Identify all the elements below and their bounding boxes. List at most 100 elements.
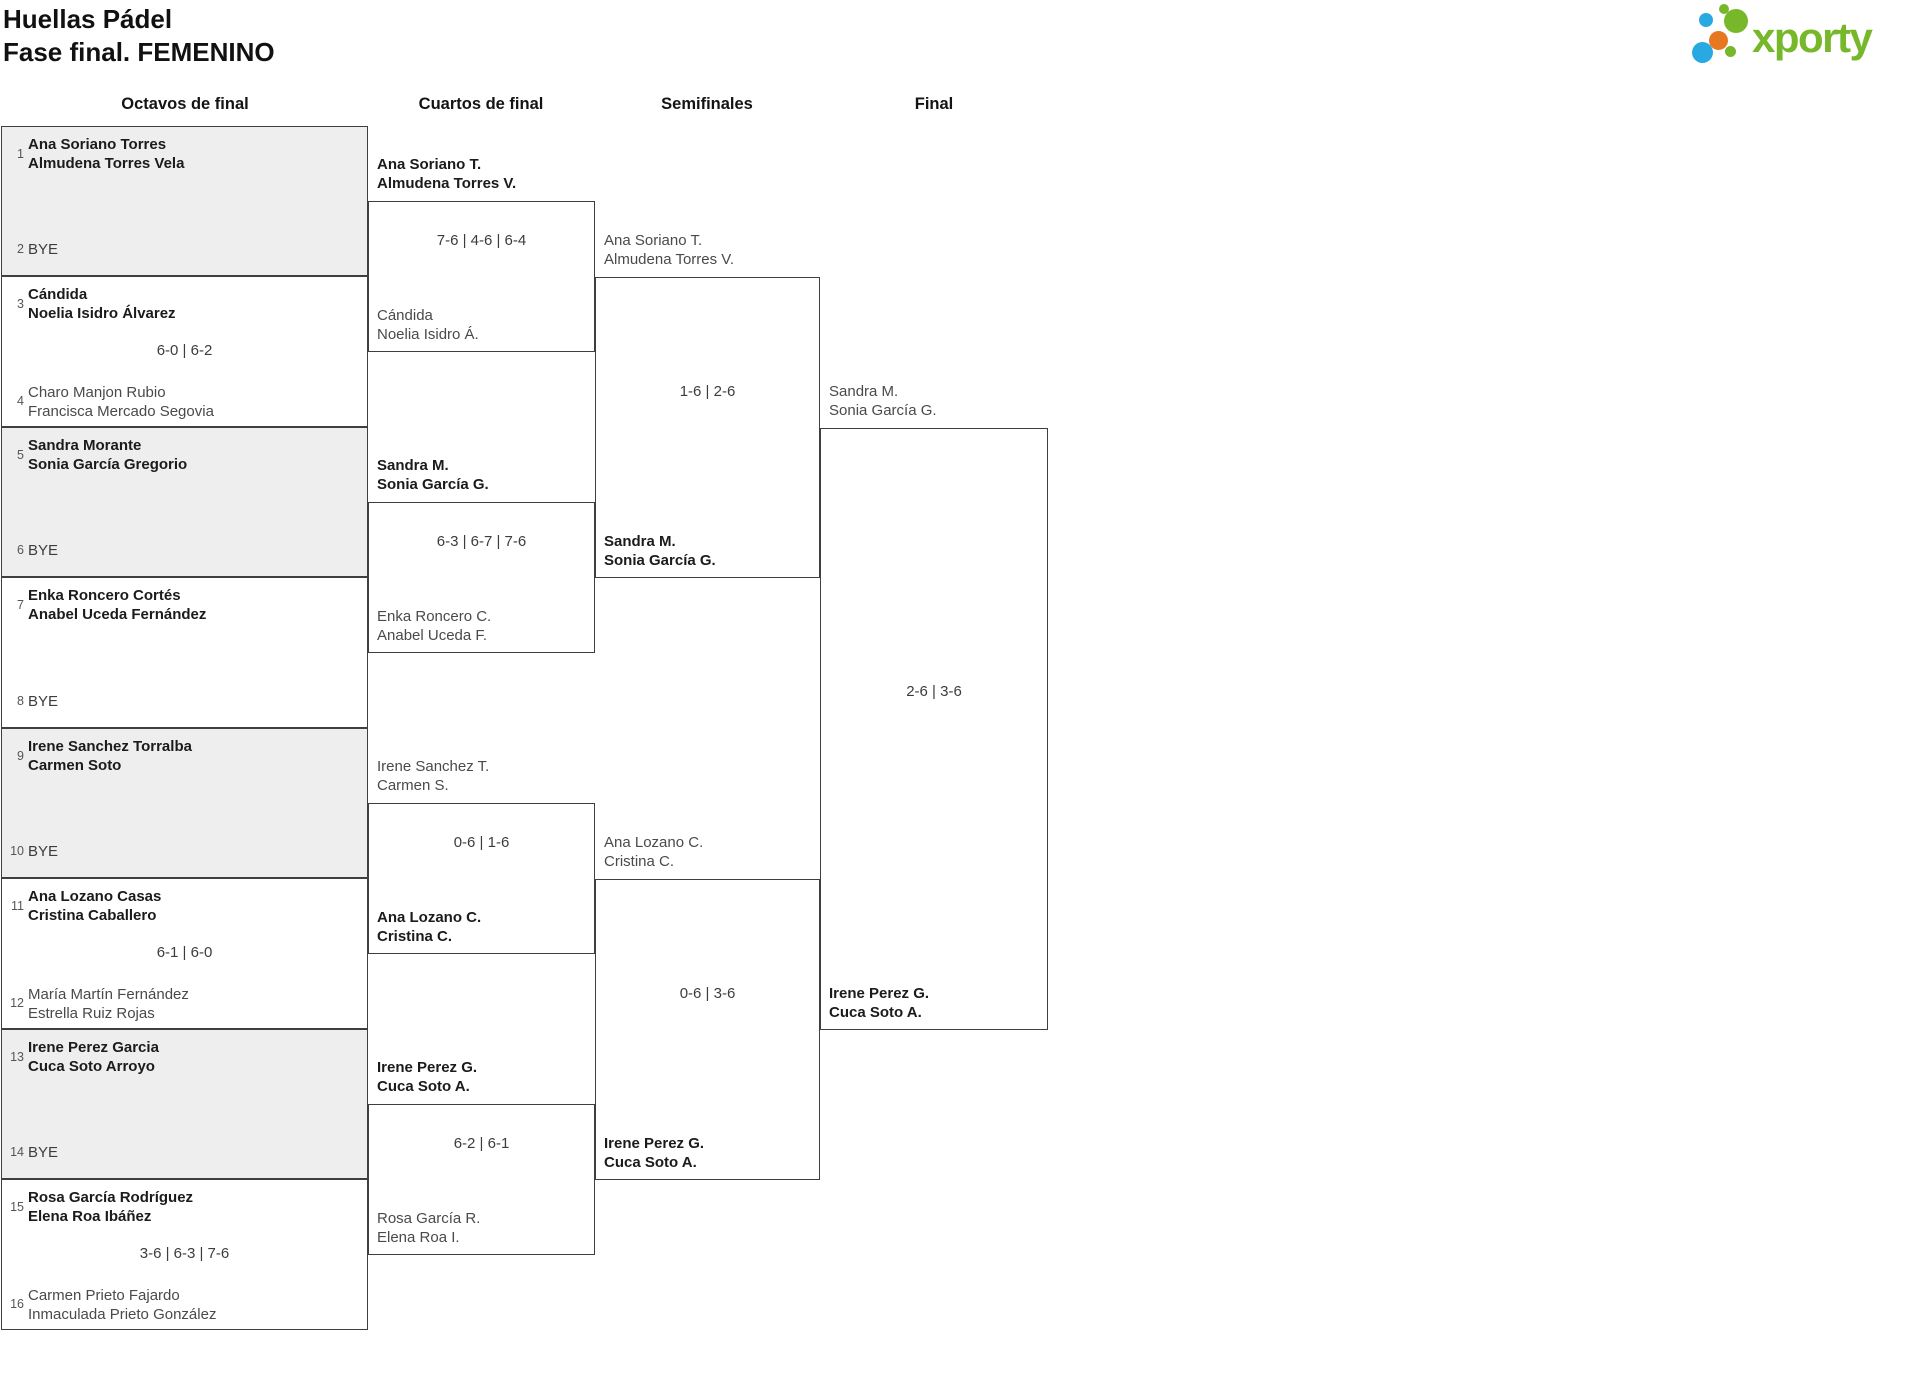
player-name: Cuca Soto Arroyo: [28, 1058, 155, 1075]
bye-label: BYE: [28, 693, 59, 710]
final-score: 2-6 | 3-6: [906, 683, 962, 700]
seed-number: 5: [17, 448, 24, 462]
round-header-final: Final: [914, 95, 954, 113]
player-name: Irene Sanchez Torralba: [28, 738, 192, 755]
r16-match-box-6: 11 Ana Lozano Casas Cristina Caballero 6…: [1, 878, 368, 1029]
player-name: Ana Lozano C.: [604, 834, 704, 851]
seed-number: 16: [10, 1297, 24, 1311]
player-name: Sonia García G.: [377, 476, 489, 493]
sf2-score: 0-6 | 3-6: [679, 985, 736, 1002]
player-name: Cuca Soto A.: [829, 1004, 922, 1021]
player-name: Rosa García R.: [377, 1210, 481, 1227]
bye-entry: BYE: [28, 842, 58, 861]
match-score: 3-6 | 6-3 | 7-6: [139, 1245, 230, 1262]
player-name: Cándida: [28, 286, 88, 303]
qf3-team-top: Irene Sanchez T. Carmen S.: [377, 757, 593, 795]
qf4-score: 6-2 | 6-1: [453, 1135, 510, 1152]
team-names: Ana Soriano Torres Almudena Torres Vela: [28, 135, 184, 173]
logo-dot-green-big-icon: [1724, 9, 1748, 33]
player-name: Irene Sanchez T.: [377, 758, 490, 775]
seed-number: 11: [11, 899, 24, 913]
team-names: Carmen Prieto Fajardo Inmaculada Prieto …: [28, 1286, 216, 1324]
player-name: Almudena Torres V.: [604, 251, 735, 268]
r16-match-box-2: 3 Cándida Noelia Isidro Álvarez 6-0 | 6-…: [1, 276, 368, 427]
player-name: Anabel Uceda F.: [377, 627, 488, 644]
xporty-logo: xporty: [1688, 3, 1920, 75]
sf2-team-bottom: Irene Perez G. Cuca Soto A.: [604, 1134, 820, 1172]
round-header-semis: Semifinales: [661, 95, 753, 113]
team-names: Sandra Morante Sonia García Gregorio: [28, 436, 187, 474]
final-team-bottom: Irene Perez G. Cuca Soto A.: [829, 984, 1045, 1022]
qf1-team-top: Ana Soriano T. Almudena Torres V.: [377, 155, 593, 193]
seed-number: 9: [17, 749, 24, 763]
player-name: Sonia García G.: [604, 552, 716, 569]
seed-number: 3: [17, 297, 24, 311]
logo-wordmark: xporty: [1752, 14, 1873, 61]
qf4-connector-box: [368, 1104, 595, 1255]
player-name: Cuca Soto A.: [377, 1078, 470, 1095]
player-name: Sandra Morante: [28, 437, 142, 454]
player-name: Anabel Uceda Fernández: [28, 606, 207, 623]
match-score: 6-1 | 6-0: [156, 944, 213, 961]
tournament-title: Huellas Pádel: [3, 4, 173, 34]
sf1-connector-box: [595, 277, 820, 578]
team-names: Charo Manjon Rubio Francisca Mercado Seg…: [28, 383, 214, 421]
player-name: María Martín Fernández: [28, 986, 189, 1003]
player-name: Ana Lozano C.: [377, 909, 482, 926]
player-name: Carmen Soto: [28, 757, 122, 774]
player-name: Rosa García Rodríguez: [28, 1189, 194, 1206]
team-names: Rosa García Rodríguez Elena Roa Ibáñez: [28, 1188, 193, 1226]
team-names: Irene Perez Garcia Cuca Soto Arroyo: [28, 1038, 159, 1076]
tournament-subtitle: Fase final. FEMENINO: [3, 37, 275, 67]
player-name: Cándida: [377, 307, 433, 324]
player-name: Sandra M.: [604, 533, 676, 550]
qf2-team-bottom: Enka Roncero C. Anabel Uceda F.: [377, 607, 593, 645]
round-header-octavos: Octavos de final: [121, 95, 249, 113]
final-connector-box: [820, 428, 1048, 1030]
qf2-connector-box: [368, 502, 595, 653]
r16-match-box-4: 7 Enka Roncero Cortés Anabel Uceda Ferná…: [1, 577, 368, 728]
player-name: Irene Perez G.: [377, 1059, 478, 1076]
bye-label: BYE: [28, 843, 59, 860]
qf3-connector-box: [368, 803, 595, 954]
r16-match-box-1: 1 Ana Soriano Torres Almudena Torres Vel…: [1, 126, 368, 276]
player-name: Carmen Prieto Fajardo: [28, 1287, 180, 1304]
player-name: Noelia Isidro Á.: [377, 326, 479, 343]
player-name: Cristina C.: [377, 928, 453, 945]
player-name: Carmen S.: [377, 777, 449, 794]
player-name: Enka Roncero C.: [377, 608, 492, 625]
logo-dot-green-small-icon: [1725, 46, 1736, 57]
bye-entry: BYE: [28, 541, 58, 560]
seed-number: 15: [10, 1200, 24, 1214]
team-names: Ana Lozano Casas Cristina Caballero: [28, 887, 161, 925]
qf4-team-bottom: Rosa García R. Elena Roa I.: [377, 1209, 593, 1247]
team-names: María Martín Fernández Estrella Ruiz Roj…: [28, 985, 189, 1023]
player-name: Sonia García G.: [829, 402, 937, 419]
player-name: Ana Soriano Torres: [28, 136, 167, 153]
match-score: 6-0 | 6-2: [156, 342, 213, 359]
player-name: Inmaculada Prieto González: [28, 1306, 217, 1323]
qf2-score: 6-3 | 6-7 | 7-6: [436, 533, 527, 550]
player-name: Sonia García Gregorio: [28, 456, 188, 473]
sf1-team-bottom: Sandra M. Sonia García G.: [604, 532, 820, 570]
seed-number: 14: [10, 1145, 24, 1159]
bye-entry: BYE: [28, 692, 58, 711]
qf2-team-top: Sandra M. Sonia García G.: [377, 456, 593, 494]
r16-match-box-8: 15 Rosa García Rodríguez Elena Roa Ibáñe…: [1, 1179, 368, 1330]
sf2-connector-box: [595, 879, 820, 1180]
bye-label: BYE: [28, 1144, 59, 1161]
logo-dot-orange-icon: [1709, 31, 1728, 50]
player-name: Cuca Soto A.: [604, 1154, 697, 1171]
player-name: Charo Manjon Rubio: [28, 384, 166, 401]
player-name: Irene Perez Garcia: [28, 1039, 159, 1056]
logo-dot-blue-big-icon: [1692, 42, 1713, 63]
bye-entry: BYE: [28, 1143, 58, 1162]
bye-label: BYE: [28, 241, 59, 258]
team-names: Cándida Noelia Isidro Álvarez: [28, 285, 176, 323]
bye-entry: BYE: [28, 240, 58, 259]
seed-number: 6: [17, 543, 24, 557]
player-name: Ana Lozano Casas: [28, 888, 162, 905]
logo-dot-green-tiny-icon: [1719, 4, 1729, 14]
player-name: Sandra M.: [829, 383, 899, 400]
